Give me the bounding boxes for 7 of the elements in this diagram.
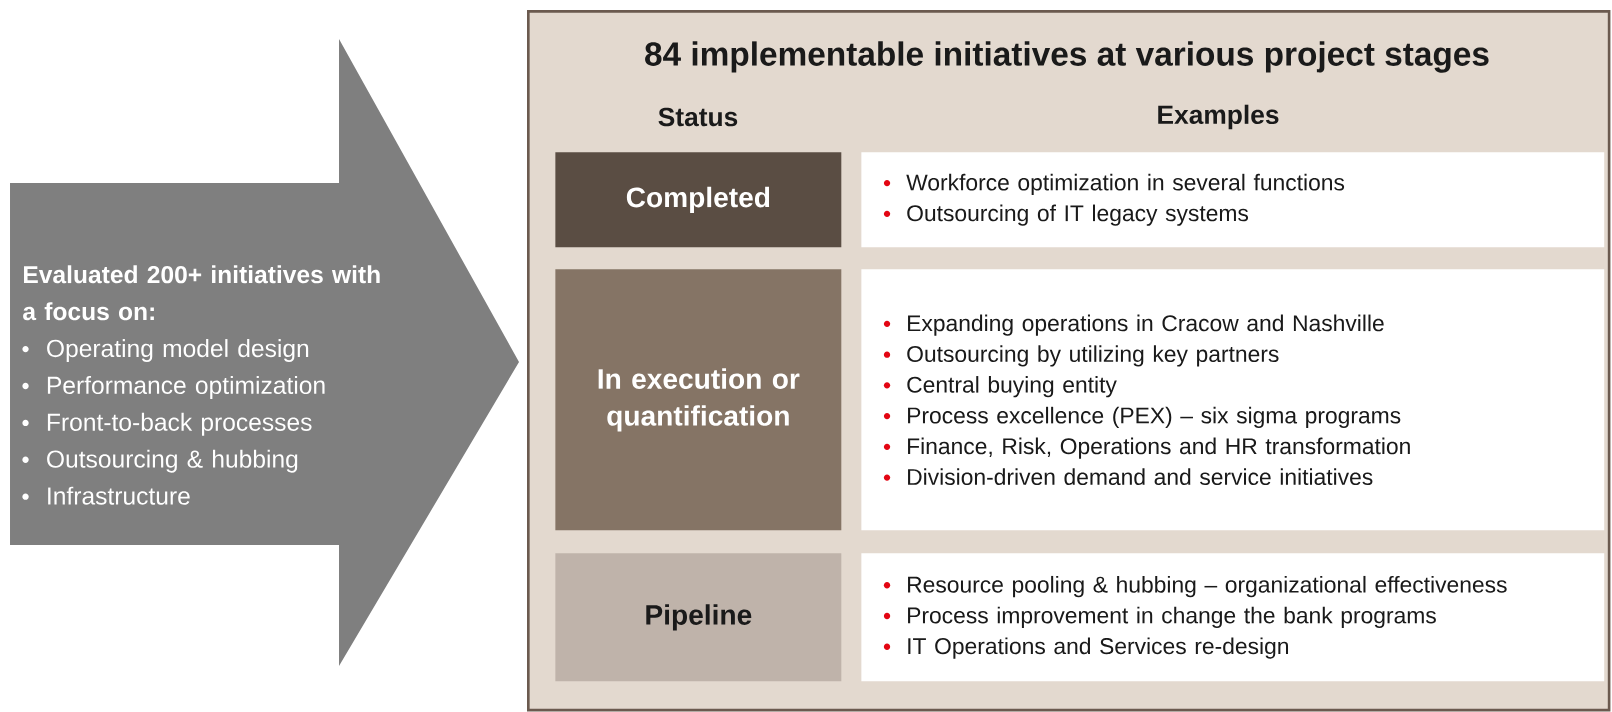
status-box: Completed <box>555 152 842 248</box>
status-box: Pipeline <box>555 553 842 682</box>
examples-box: Workforce optimization in several functions Outsourcing of IT legacy systems <box>861 152 1605 248</box>
examples-box: Expanding operations in Cracow and Nashville Outsourcing by utilizing key partners Central buying entity Process excellence (PEX) – six sigma programs Finance, Risk, Operations and HR transformation Division-driven demand and service initiatives <box>861 269 1605 531</box>
examples-box: Resource pooling & hubbing – organizational effectiveness Process improvement in change the bank programs IT Operations and Services re-design <box>861 553 1605 682</box>
column-header: Status <box>658 107 738 127</box>
status-box: In execution or quantification <box>555 269 842 531</box>
